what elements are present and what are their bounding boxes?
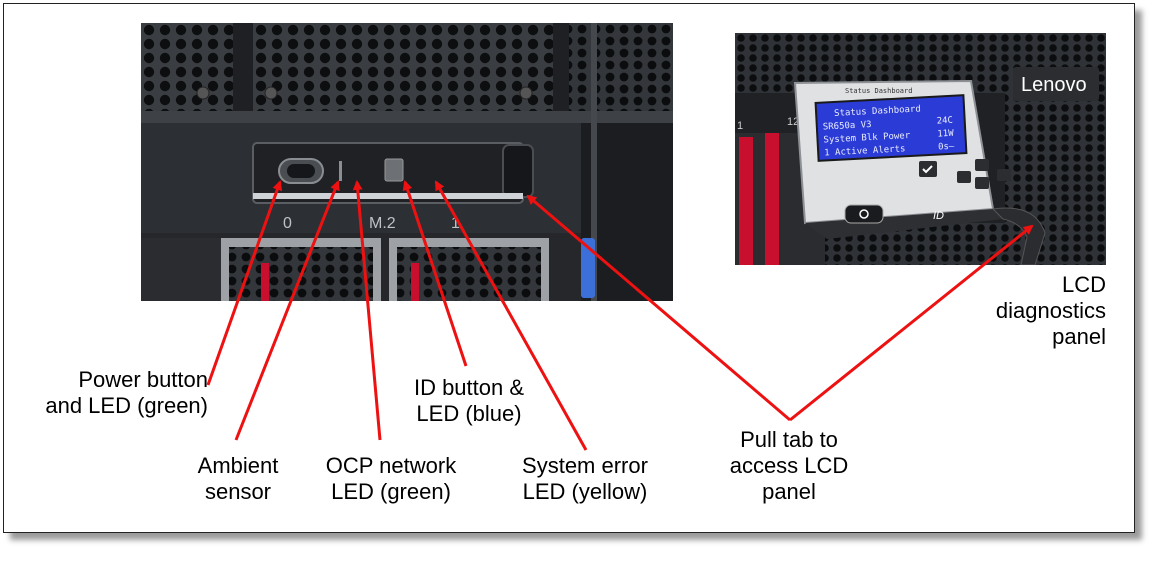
label-lcd-diagnostics: LCD diagnostics panel <box>978 272 1106 350</box>
lcd-value-2: 11W <box>937 129 954 140</box>
lcd-value-3: 0s— <box>938 142 955 153</box>
label-id-line-1: ID button & <box>413 375 525 400</box>
label-id-button: ID button & LED (blue) <box>394 375 544 427</box>
label-system-error: System error LED (yellow) <box>502 453 668 505</box>
lcd-value-1: 24C <box>936 116 953 127</box>
lcd-header: Status Dashboard <box>845 87 912 95</box>
label-id-line-2: LED (blue) <box>416 401 522 426</box>
arrow-error <box>434 180 588 451</box>
lcd-line-1: Status Dashboard <box>834 104 921 119</box>
arrow-ocp <box>352 180 382 441</box>
label-ocp-line-1: OCP network <box>325 453 457 478</box>
bay-number-1: 1 <box>737 120 743 132</box>
arrow-pull-tab <box>526 194 791 422</box>
lcd-line-2: SR650a V3 <box>823 120 872 133</box>
lcd-line-4: 1 Active Alerts <box>824 144 906 158</box>
lcd-id-label: ID <box>933 210 944 222</box>
label-ambient-line-2: sensor <box>204 479 272 504</box>
label-pull-line-3: panel <box>762 479 816 504</box>
arrow-power <box>206 180 283 386</box>
lcd-line-3: System Blk Power <box>823 131 911 146</box>
label-error-line-2: LED (yellow) <box>522 479 648 504</box>
bay-label-m2: M.2 <box>369 215 396 232</box>
bay-label-1: 1 <box>451 215 460 232</box>
lenovo-brand: Lenovo <box>1021 74 1087 96</box>
label-lcd-line-3: panel <box>1052 324 1106 349</box>
arrow-lcd <box>789 224 1034 422</box>
label-power-line-2: and LED (green) <box>45 393 208 418</box>
label-ambient-sensor: Ambient sensor <box>176 453 300 505</box>
label-ambient-line-1: Ambient <box>197 453 279 478</box>
label-ocp-led: OCP network LED (green) <box>306 453 476 505</box>
arrow-id <box>402 180 468 367</box>
bay-number-12: 12 <box>787 116 799 128</box>
label-pull-line-2: access LCD <box>729 453 849 478</box>
arrow-ambient <box>234 180 340 441</box>
label-ocp-line-2: LED (green) <box>331 479 451 504</box>
label-pull-tab: Pull tab to access LCD panel <box>706 427 872 505</box>
label-power-line-1: Power button <box>78 367 208 392</box>
lcd-panel-photo: Lenovo 1 12 Status Dashboard Status Dash… <box>735 33 1106 265</box>
label-error-line-1: System error <box>522 453 648 478</box>
label-lcd-line-2: diagnostics <box>995 298 1106 323</box>
label-lcd-line-1: LCD <box>1061 272 1106 297</box>
label-pull-line-1: Pull tab to <box>740 427 838 452</box>
bay-label-0: 0 <box>283 215 292 232</box>
label-power-button: Power button and LED (green) <box>14 367 208 419</box>
